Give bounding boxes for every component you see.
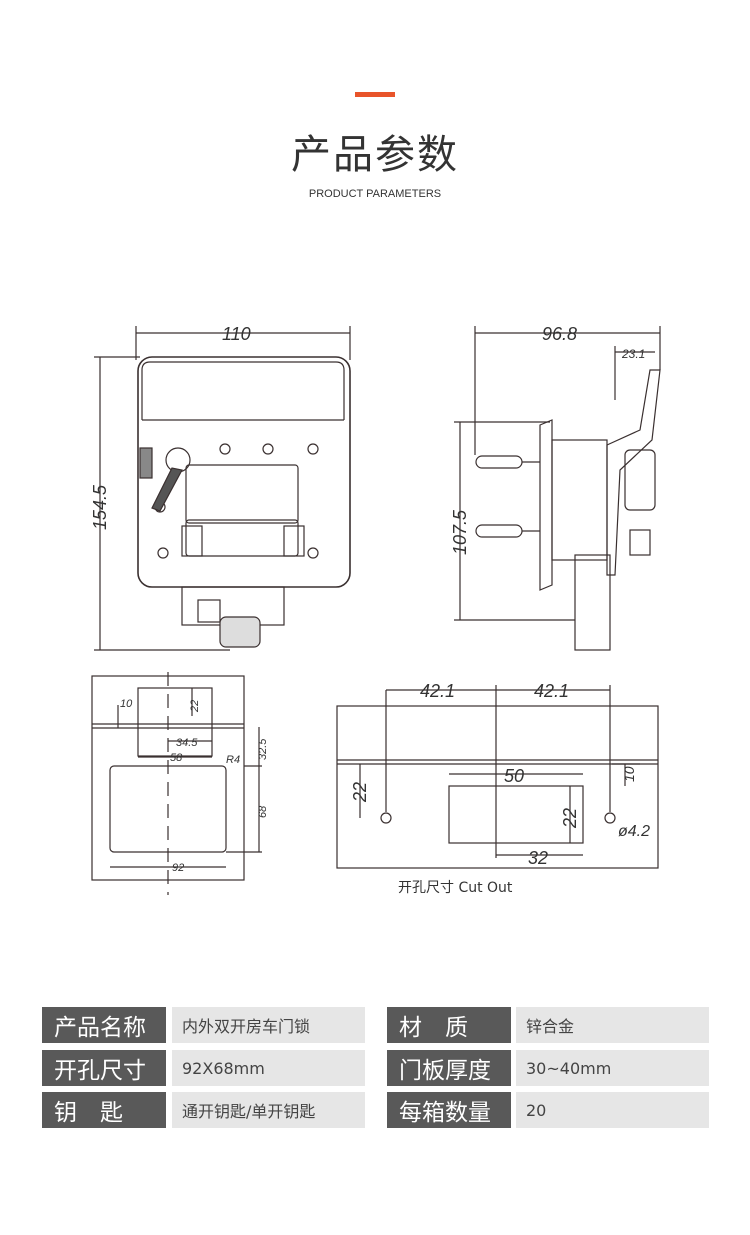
side-view-drawing: 96.8 23.1 107.5 — [450, 324, 661, 651]
dim-handle: 23.1 — [621, 347, 645, 361]
front-view-drawing: 110 154.5 — [90, 324, 351, 651]
dim-side-height: 107.5 — [450, 509, 470, 555]
dim-68: 68 — [257, 805, 269, 818]
dim-width: 110 — [222, 324, 251, 344]
spec-label: 材 质 — [387, 1007, 511, 1043]
dim-r4: R4 — [226, 754, 240, 766]
spec-value: 30~40mm — [516, 1050, 709, 1086]
cutout-caption: 开孔尺寸 Cut Out — [398, 880, 513, 896]
cutout-left-drawing: 10 22 34.5 58 R4 32.5 68 92 — [91, 672, 269, 895]
dim-10-right: 10 — [621, 766, 637, 782]
dim-92: 92 — [172, 862, 184, 874]
spec-value: 锌合金 — [516, 1007, 709, 1043]
spec-value: 92X68mm — [172, 1050, 365, 1086]
page-title: 产品参数 — [291, 132, 459, 178]
dim-22: 22 — [189, 700, 201, 713]
dim-right-offset: 42.1 — [534, 681, 569, 701]
spec-label: 钥 匙 — [42, 1092, 166, 1128]
technical-drawings: 110 154.5 96.8 23.1 107.5 — [90, 324, 661, 895]
spec-label: 开孔尺寸 — [42, 1050, 166, 1086]
page-subtitle: PRODUCT PARAMETERS — [308, 188, 442, 200]
dim-32-5: 32.5 — [257, 738, 269, 760]
spec-value: 内外双开房车门锁 — [172, 1007, 365, 1043]
dim-50: 50 — [504, 766, 524, 786]
spec-value: 20 — [516, 1092, 709, 1128]
spec-label: 门板厚度 — [387, 1050, 511, 1086]
spec-value: 通开钥匙/单开钥匙 — [172, 1092, 365, 1128]
accent-bar — [355, 92, 395, 97]
dim-22-mid: 22 — [560, 808, 580, 829]
spec-label: 每箱数量 — [387, 1092, 511, 1128]
dim-32: 32 — [528, 848, 548, 868]
dim-height: 154.5 — [90, 484, 110, 530]
dim-10: 10 — [120, 698, 133, 710]
spec-label: 产品名称 — [42, 1007, 166, 1043]
dim-22-left: 22 — [350, 782, 370, 803]
dim-58: 58 — [170, 752, 183, 764]
dim-hole: ø4.2 — [618, 823, 650, 840]
dim-depth: 96.8 — [542, 324, 577, 344]
dim-left-offset: 42.1 — [420, 681, 455, 701]
cutout-right-drawing: 42.1 42.1 22 50 10 22 32 ø4.2 — [336, 681, 659, 869]
dim-34-5: 34.5 — [176, 737, 198, 749]
